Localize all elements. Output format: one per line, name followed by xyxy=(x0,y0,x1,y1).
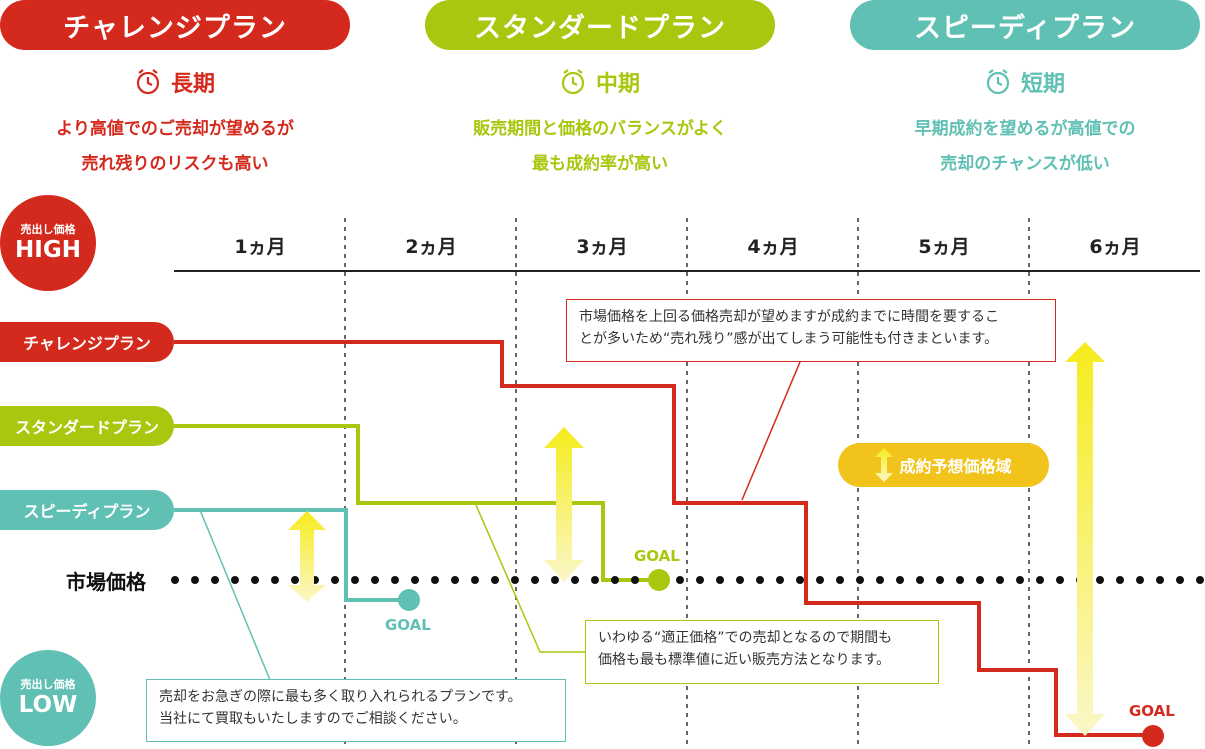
standard-goal-label: GOAL xyxy=(634,547,680,565)
standard-note: いわゆる“適正価格”での売却となるので期間も 価格も最も標準値に近い販売方法とな… xyxy=(585,620,939,684)
challenge-goal-label: GOAL xyxy=(1129,702,1175,720)
speedy-goal-label: GOAL xyxy=(385,616,431,634)
month-5: 5ヵ月 xyxy=(918,236,970,258)
desc-line: 販売期間と価格のバランスがよく xyxy=(473,119,727,139)
challenge-plan-header: チャレンジプラン xyxy=(0,0,350,50)
badge-title: LOW xyxy=(18,691,78,718)
standard-description: 販売期間と価格のバランスがよく 最も成約率が高い xyxy=(425,112,775,182)
standard-plan-line xyxy=(174,424,659,582)
note-line: とが多いため“売れ残り”感が出てしまう可能性も付きまといます。 xyxy=(579,331,999,347)
challenge-goal-marker xyxy=(1142,725,1164,747)
standard-callout-line xyxy=(475,504,585,653)
badge-caption: 売出し価格 xyxy=(20,677,76,691)
row-label-challenge: チャレンジプラン xyxy=(0,322,174,362)
speedy-callout-line xyxy=(199,509,271,681)
challenge-price-range-arrow xyxy=(1065,342,1105,736)
clock-icon xyxy=(136,69,160,95)
note-line: 当社にて買取もいたしますのでご相談ください。 xyxy=(159,711,467,727)
badge-caption: 売出し価格 xyxy=(20,222,76,236)
note-line: 価格も最も標準値に近い販売方法となります。 xyxy=(598,652,891,668)
badge-title: HIGH xyxy=(15,236,81,263)
challenge-description: より高値でのご売却が望めるが 売れ残りのリスクも高い xyxy=(0,112,350,182)
month-1: 1ヵ月 xyxy=(234,236,286,258)
speedy-description: 早期成約を望めるが高値での 売却のチャンスが低い xyxy=(850,112,1200,182)
standard-goal-marker xyxy=(648,569,670,591)
desc-line: より高値でのご売却が望めるが xyxy=(56,119,294,139)
price-range-legend: 成約予想価格域 xyxy=(838,443,1049,487)
row-label-speedy: スピーディプラン xyxy=(0,490,174,530)
note-line: 市場価格を上回る価格売却が望めますが成約までに時間を要するこ xyxy=(579,309,999,325)
standard-price-range-arrow xyxy=(544,427,584,582)
month-4: 4ヵ月 xyxy=(747,236,799,258)
speedy-goal-marker xyxy=(398,589,420,611)
double-arrow-icon xyxy=(875,448,894,482)
month-3: 3ヵ月 xyxy=(576,236,628,258)
market-price-dotted-line xyxy=(171,576,1204,584)
desc-line: 売却のチャンスが低い xyxy=(940,154,1110,174)
note-line: 売却をお急ぎの際に最も多く取り入れられるプランです。 xyxy=(159,689,522,705)
speedy-plan-header: スピーディプラン xyxy=(850,0,1200,50)
challenge-plan-line xyxy=(174,340,1152,737)
price-low-badge: 売出し価格 LOW xyxy=(0,650,96,746)
clock-icon xyxy=(986,69,1010,95)
price-high-badge: 売出し価格 HIGH xyxy=(0,195,96,291)
month-2: 2ヵ月 xyxy=(405,236,457,258)
speedy-term: 短期 xyxy=(850,66,1200,98)
legend-label: 成約予想価格域 xyxy=(899,457,1012,476)
challenge-note: 市場価格を上回る価格売却が望めますが成約までに時間を要するこ とが多いため“売れ… xyxy=(566,299,1056,362)
desc-line: 売れ残りのリスクも高い xyxy=(81,154,269,174)
desc-line: 最も成約率が高い xyxy=(532,154,668,174)
desc-line: 早期成約を望めるが高値での xyxy=(914,119,1136,139)
challenge-term: 長期 xyxy=(0,66,350,98)
speedy-price-range-arrow xyxy=(288,511,326,602)
challenge-callout-line xyxy=(741,361,801,501)
standard-term: 中期 xyxy=(425,66,775,98)
note-line: いわゆる“適正価格”での売却となるので期間も xyxy=(598,630,893,646)
standard-plan-header: スタンダードプラン xyxy=(425,0,775,50)
term-label: 短期 xyxy=(1020,72,1065,97)
term-label: 中期 xyxy=(595,72,640,97)
market-price-label: 市場価格 xyxy=(66,570,146,594)
clock-icon xyxy=(561,69,585,95)
term-label: 長期 xyxy=(170,72,215,97)
speedy-note: 売却をお急ぎの際に最も多く取り入れられるプランです。 当社にて買取もいたしますの… xyxy=(146,679,566,742)
speedy-plan-line xyxy=(174,508,409,602)
month-6: 6ヵ月 xyxy=(1089,236,1141,258)
row-label-standard: スタンダードプラン xyxy=(0,406,174,446)
